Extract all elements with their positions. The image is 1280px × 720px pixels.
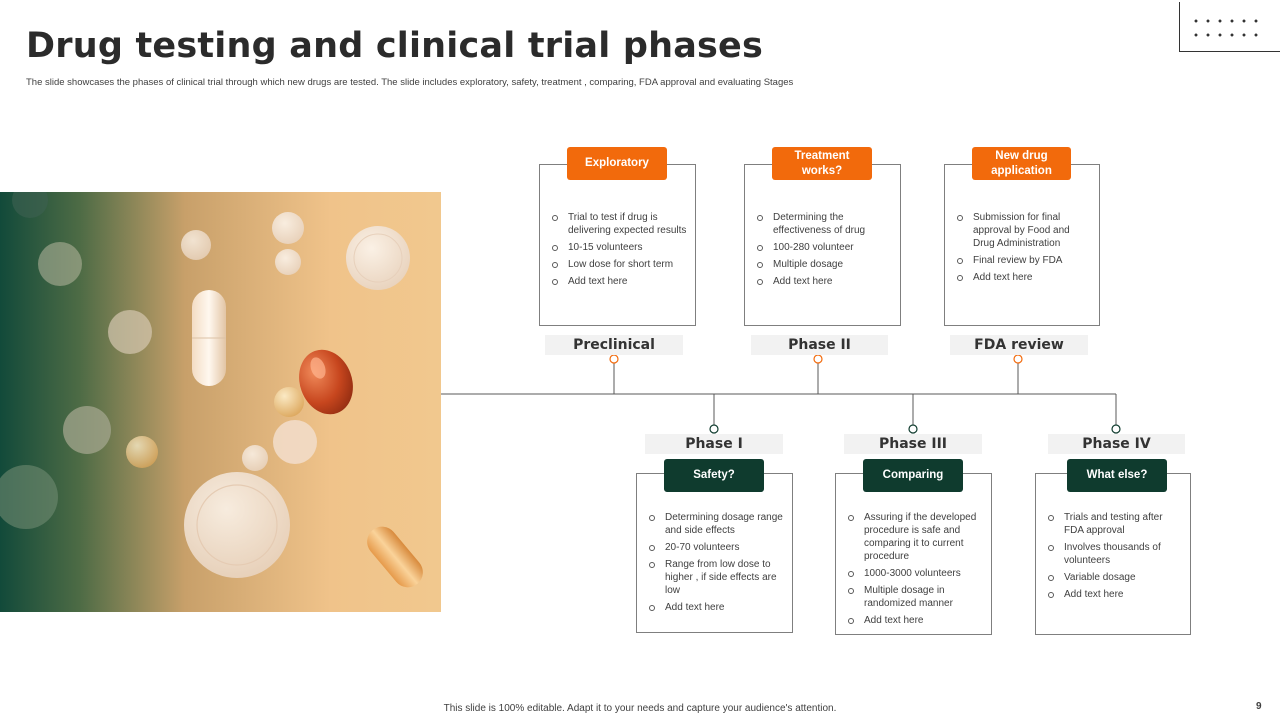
- list-item: Add text here: [647, 601, 784, 614]
- tag-new-drug-application: New drug application: [972, 147, 1071, 180]
- list-item: 20-70 volunteers: [647, 541, 784, 554]
- list-item: Multiple dosage in randomized manner: [846, 584, 983, 610]
- list-item: 1000-3000 volunteers: [846, 567, 983, 580]
- stage-box-preclinical: Trial to test if drug is delivering expe…: [539, 164, 696, 326]
- list-item: 100-280 volunteer: [755, 241, 892, 254]
- stage-box-phase-2: Determining the effectiveness of drug 10…: [744, 164, 901, 326]
- list-item: Determining dosage range and side effect…: [647, 511, 784, 537]
- phase-label-preclinical: Preclinical: [545, 335, 683, 355]
- list-item: Variable dosage: [1046, 571, 1182, 584]
- stage-box-phase-4: Trials and testing after FDA approval In…: [1035, 473, 1191, 635]
- list-item: Add text here: [755, 275, 892, 288]
- footer-note: This slide is 100% editable. Adapt it to…: [443, 703, 837, 714]
- phase-label-phase-3: Phase III: [844, 434, 982, 454]
- tag-safety: Safety?: [664, 459, 764, 492]
- list-item: Add text here: [846, 614, 983, 627]
- tag-comparing: Comparing: [863, 459, 963, 492]
- list-item: Determining the effectiveness of drug: [755, 211, 892, 237]
- phase-label-phase-1: Phase I: [645, 434, 783, 454]
- pills-photo: [0, 192, 441, 612]
- list-item: Assuring if the developed procedure is s…: [846, 511, 983, 563]
- list-item: Trials and testing after FDA approval: [1046, 511, 1182, 537]
- stage-box-phase-3: Assuring if the developed procedure is s…: [835, 473, 992, 635]
- corner-decoration: [1179, 2, 1280, 52]
- list-item: 10-15 volunteers: [550, 241, 687, 254]
- list-item: Submission for final approval by Food an…: [955, 211, 1091, 250]
- stage-box-fda-review: Submission for final approval by Food an…: [944, 164, 1100, 326]
- list-item: Range from low dose to higher , if side …: [647, 558, 784, 597]
- tag-what-else: What else?: [1067, 459, 1167, 492]
- list-item: Multiple dosage: [755, 258, 892, 271]
- page-number: 9: [1256, 701, 1262, 712]
- list-item: Final review by FDA: [955, 254, 1091, 267]
- phase-label-fda-review: FDA review: [950, 335, 1088, 355]
- list-item: Involves thousands of volunteers: [1046, 541, 1182, 567]
- list-item: Add text here: [1046, 588, 1182, 601]
- phase-label-phase-2: Phase II: [751, 335, 888, 355]
- dot-grid-icon: [1190, 14, 1260, 38]
- list-item: Add text here: [955, 271, 1091, 284]
- slide-title: Drug testing and clinical trial phases: [26, 26, 764, 66]
- list-item: Add text here: [550, 275, 687, 288]
- tag-exploratory: Exploratory: [567, 147, 667, 180]
- stage-box-phase-1: Determining dosage range and side effect…: [636, 473, 793, 633]
- list-item: Trial to test if drug is delivering expe…: [550, 211, 687, 237]
- phase-label-phase-4: Phase IV: [1048, 434, 1185, 454]
- slide-subtitle: The slide showcases the phases of clinic…: [26, 77, 794, 88]
- list-item: Low dose for short term: [550, 258, 687, 271]
- tag-treatment-works: Treatment works?: [772, 147, 872, 180]
